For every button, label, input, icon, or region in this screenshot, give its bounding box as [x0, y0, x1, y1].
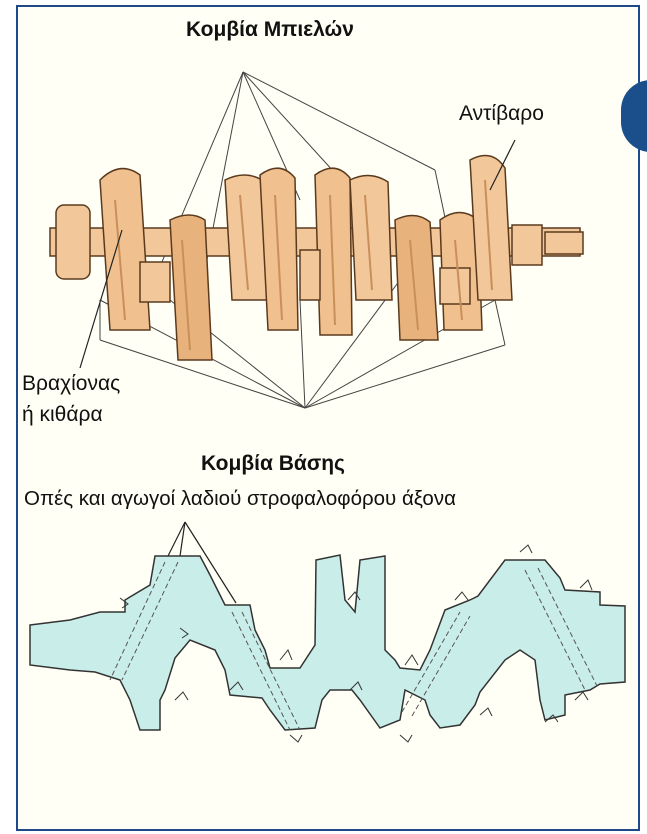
crankshaft-body [50, 156, 583, 361]
arm-label-line2: ή κιθάρα [22, 403, 103, 427]
crankshaft-cross-section [30, 555, 625, 730]
counterweight-label: Αντίβαρο [459, 102, 544, 126]
arm-label-line1: Βραχίονας [22, 372, 120, 396]
crankpin-journals-title: Κομβία Μπιελών [186, 18, 354, 42]
main-journals-title: Κομβία Βάσης [201, 452, 345, 476]
oil-holes-label: Οπές και αγωγοί λαδιού στροφαλοφόρου άξο… [24, 487, 456, 511]
